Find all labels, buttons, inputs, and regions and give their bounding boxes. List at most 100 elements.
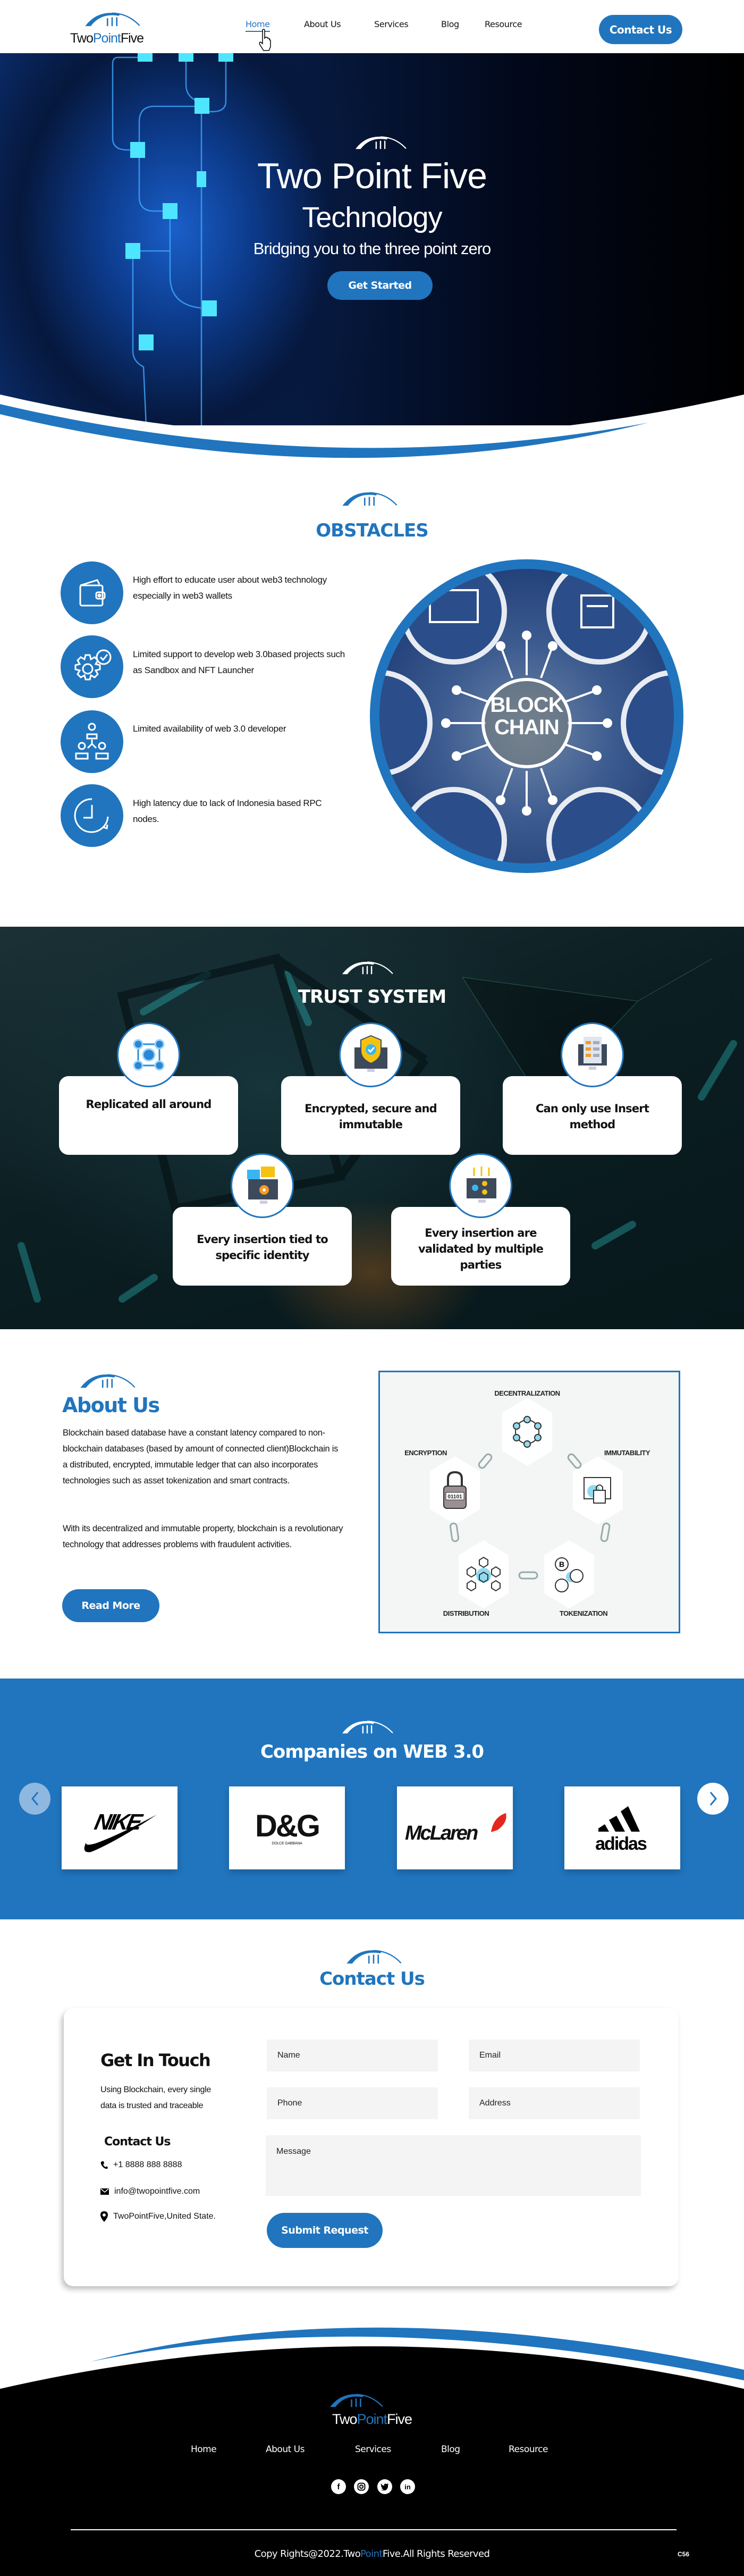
obstacle-item-4 xyxy=(61,784,123,847)
contact-address: TwoPointFive,United State. xyxy=(100,2211,216,2222)
site-logo[interactable]: TwoPointFive xyxy=(70,31,144,46)
blockchain-illustration xyxy=(379,569,674,863)
logo-arch-icon xyxy=(83,12,141,27)
company-logo-dg[interactable]: D&G DOLCE GABBANA xyxy=(229,1786,345,1869)
footer-wave-divider xyxy=(0,2327,744,2393)
get-started-button[interactable]: Get Started xyxy=(327,271,433,300)
nav-about-us[interactable]: About Us xyxy=(304,19,341,29)
email-input[interactable] xyxy=(469,2040,640,2071)
version-badge: C56 xyxy=(678,2550,690,2558)
footer-nav-home[interactable]: Home xyxy=(191,2444,217,2455)
dg-subtitle: DOLCE GABBANA xyxy=(272,1841,302,1845)
hero-tagline: Bridging you to the three point zero xyxy=(253,239,492,258)
blockchain-properties-diagram: DECENTRALIZATION ENCRYPTION IMMUTABILITY… xyxy=(378,1371,680,1633)
footer-nav-services[interactable]: Services xyxy=(355,2444,391,2455)
carousel-next-button[interactable] xyxy=(697,1783,729,1815)
copyright-post: Five.All Rights Reserved xyxy=(382,2548,490,2560)
nav-blog[interactable]: Blog xyxy=(441,19,459,29)
obstacle-item-2 xyxy=(61,635,123,698)
circuit-node xyxy=(218,53,233,62)
adidas-stripes-icon xyxy=(598,1806,640,1832)
trust-icon-circle-2 xyxy=(339,1022,402,1087)
nav-home[interactable]: Home xyxy=(246,19,270,32)
linkedin-icon[interactable]: in xyxy=(400,2479,415,2494)
clock-icon xyxy=(74,798,109,833)
footer-nav-about-us[interactable]: About Us xyxy=(266,2444,305,2455)
carousel-prev-button[interactable] xyxy=(19,1783,50,1815)
footer-arch-icon xyxy=(327,2393,385,2407)
trust-system-section: TRUST SYSTEM Replicated all around Encry… xyxy=(0,927,744,1329)
svg-text:B: B xyxy=(559,1560,564,1568)
chevron-right-icon xyxy=(709,1792,717,1806)
blockchain-image: BLOCK CHAIN xyxy=(370,559,683,873)
submit-request-button[interactable]: Submit Request xyxy=(267,2213,383,2248)
address-input[interactable] xyxy=(469,2087,640,2119)
footer-nav-resource[interactable]: Resource xyxy=(509,2444,548,2455)
wallet-icon xyxy=(79,579,106,607)
trust-icon-circle-4 xyxy=(231,1153,294,1218)
get-in-touch-heading: Get In Touch xyxy=(100,2050,211,2070)
trust-icon-circle-1 xyxy=(117,1022,180,1087)
obstacle-text-4: High latency due to lack of Indonesia ba… xyxy=(133,798,322,824)
contact-arch-icon xyxy=(344,1949,403,1964)
contact-us-button[interactable]: Contact Us xyxy=(599,15,682,44)
hero-section: Two Point Five Technology Bridging you t… xyxy=(0,53,744,425)
name-input[interactable] xyxy=(267,2040,438,2071)
blockchain-label: BLOCK CHAIN xyxy=(379,694,674,739)
obstacles-title: OBSTACLES xyxy=(316,520,429,541)
contact-phone[interactable]: +1 8888 888 8888 xyxy=(100,2160,182,2170)
twitter-icon[interactable] xyxy=(377,2479,392,2494)
insert-list-monitor-icon xyxy=(578,1037,607,1070)
trust-card-4: Every insertion tied to specific identit… xyxy=(173,1207,352,1286)
blockchain-label-line1: BLOCK xyxy=(490,693,563,717)
company-logo-adidas[interactable]: adidas xyxy=(564,1786,680,1869)
instagram-icon[interactable] xyxy=(354,2479,369,2494)
companies-arch-icon xyxy=(338,1720,396,1734)
blockchain-label-line2: CHAIN xyxy=(494,716,560,739)
address-text: TwoPointFive,United State. xyxy=(113,2212,216,2221)
crypto-coins-icon: B xyxy=(555,1557,584,1592)
footer-divider xyxy=(71,2529,677,2530)
trust-card-2: Encrypted, secure and immutable xyxy=(281,1076,460,1155)
footer-nav-blog[interactable]: Blog xyxy=(441,2444,460,2455)
label-distribution: DISTRIBUTION xyxy=(443,1609,489,1617)
circuit-node xyxy=(202,300,217,316)
about-paragraph-1: Blockchain based database have a constan… xyxy=(63,1428,339,1486)
adidas-wordmark: adidas xyxy=(595,1834,647,1852)
secure-window-icon xyxy=(584,1477,611,1504)
nav-services[interactable]: Services xyxy=(374,19,409,29)
contact-email[interactable]: info@twopointfive.com xyxy=(100,2187,200,2196)
identity-chat-monitor-icon xyxy=(247,1167,278,1204)
padlock-icon: 01101 xyxy=(443,1471,467,1509)
company-logo-nike[interactable]: NIKE xyxy=(62,1786,177,1869)
facebook-icon[interactable]: f xyxy=(331,2479,346,2494)
footer-logo[interactable]: TwoPointFive xyxy=(0,2411,744,2428)
hero-title: Two Point Five xyxy=(257,156,487,196)
nike-swoosh-icon xyxy=(84,1815,157,1852)
circuit-node xyxy=(179,53,193,62)
blocks-network-icon xyxy=(467,1556,501,1592)
tokenization-hex: B xyxy=(544,1540,594,1608)
label-immutability: IMMUTABILITY xyxy=(604,1449,650,1457)
chevron-left-icon xyxy=(31,1792,38,1806)
circuit-node xyxy=(195,98,209,114)
people-ring-icon xyxy=(513,1416,542,1448)
site-header: TwoPointFive Home About Us Services Blog… xyxy=(0,0,744,53)
message-textarea[interactable] xyxy=(266,2135,641,2196)
phone-input[interactable] xyxy=(267,2087,438,2119)
nav-resource[interactable]: Resource xyxy=(485,19,522,29)
circuit-node xyxy=(130,142,145,158)
read-more-button[interactable]: Read More xyxy=(62,1589,159,1622)
contact-description: Using Blockchain, every single data is t… xyxy=(100,2085,211,2110)
hero-arch-icon xyxy=(351,136,410,149)
trust-title: TRUST SYSTEM xyxy=(298,986,446,1008)
location-pin-icon xyxy=(100,2211,108,2222)
immutability-hex xyxy=(573,1456,623,1524)
obstacle-item-3 xyxy=(61,710,123,773)
decentralization-hex xyxy=(502,1398,552,1466)
trust-card-5: Every insertion are validated by multipl… xyxy=(391,1207,570,1286)
trust-icon-circle-5 xyxy=(449,1153,512,1218)
footer-logo-two: Two xyxy=(332,2411,358,2427)
hero-wave-divider xyxy=(0,395,744,463)
company-logo-mclaren[interactable]: McLaren xyxy=(397,1786,513,1869)
